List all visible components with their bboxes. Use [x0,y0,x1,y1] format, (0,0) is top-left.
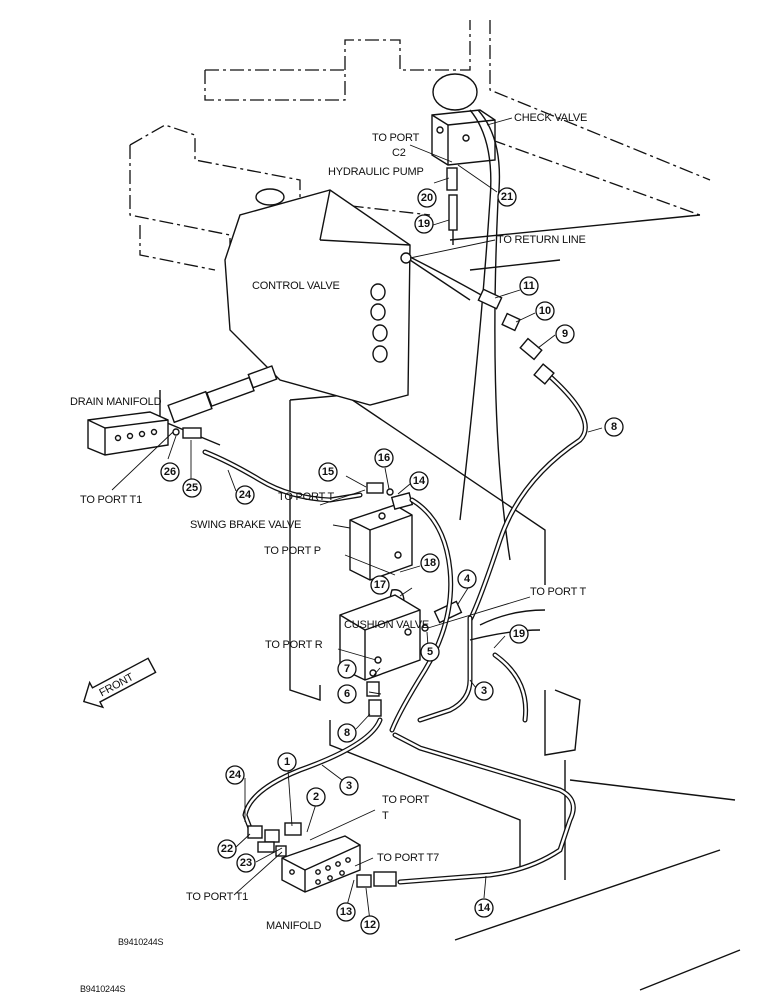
pump-fittings [446,109,511,561]
to-port-t-right-label: TO PORT T [530,586,587,598]
svg-text:4: 4 [464,573,471,585]
to-port-t-bottom-label: TO PORT [382,794,430,806]
callout-1: 1 [277,752,297,772]
callout-24a: 24 [235,485,255,505]
svg-text:26: 26 [164,466,176,478]
callout-15: 15 [318,462,338,482]
callout-4: 4 [457,569,477,589]
svg-text:1: 1 [284,756,290,768]
svg-text:24: 24 [239,489,252,501]
bottom-manifold [247,822,397,893]
callout-22: 22 [217,839,237,859]
cushion-valve-label: CUSHION VALVE [344,619,429,631]
callout-2: 2 [306,787,326,807]
to-port-c2-label: TO PORT [372,132,420,144]
callout-11: 11 [519,276,539,296]
callout-17: 17 [370,575,390,595]
drain-manifold [87,365,278,456]
svg-text:24: 24 [229,769,242,781]
svg-text:11: 11 [523,280,535,292]
svg-text:17: 17 [374,579,386,591]
to-return-line-label: TO RETURN LINE [497,234,586,246]
machine-outline [129,20,741,991]
svg-text:14: 14 [413,475,426,487]
svg-text:25: 25 [186,482,198,494]
front-arrow: FRONT [82,657,157,709]
callout-21: 21 [497,187,517,207]
callout-7: 7 [337,659,357,679]
callout-24b: 24 [225,765,245,785]
to-port-t1-left-label: TO PORT T1 [80,494,142,506]
svg-text:3: 3 [481,685,487,697]
svg-text:16: 16 [378,452,390,464]
svg-text:3: 3 [346,780,352,792]
hydraulic-pump-label: HYDRAULIC PUMP [328,166,424,178]
to-port-t7-label: TO PORT T7 [377,852,439,864]
swing-brake-valve-label: SWING BRAKE VALVE [190,519,301,531]
figure-id-1: B9410244S [118,937,163,947]
callout-3b: 3 [339,776,359,796]
svg-text:23: 23 [240,857,252,869]
svg-text:8: 8 [611,421,617,433]
hoses [202,257,588,885]
leader-lines [111,117,603,922]
to-port-t1-bottom-label: TO PORT T1 [186,891,248,903]
svg-text:22: 22 [221,843,233,855]
callout-8b: 8 [604,417,624,437]
svg-text:8: 8 [344,727,350,739]
callout-13: 13 [336,902,356,922]
callout-6: 6 [337,684,357,704]
to-port-t-bottom-sub: T [382,810,389,822]
text-labels: CHECK VALVE TO PORT C2 HYDRAULIC PUMP TO… [70,112,587,994]
callout-18: 18 [420,553,440,573]
callout-5: 5 [420,642,440,662]
check-valve-label: CHECK VALVE [514,112,587,124]
svg-text:10: 10 [539,305,551,317]
to-port-t-swing-label: TO PORT T [278,491,335,503]
callout-26: 26 [160,462,180,482]
svg-text:12: 12 [364,919,376,931]
fittings-9-10-11 [477,288,555,385]
callout-20: 20 [417,188,437,208]
figure-id-2: B9410244S [80,984,125,994]
svg-text:21: 21 [501,191,513,203]
callout-25: 25 [182,478,202,498]
callout-10: 10 [535,301,555,321]
svg-text:9: 9 [562,328,568,340]
callout-19b: 19 [509,624,529,644]
callout-16: 16 [374,448,394,468]
svg-text:19: 19 [418,218,430,230]
svg-text:14: 14 [478,902,491,914]
svg-text:15: 15 [322,466,334,478]
control-valve-label: CONTROL VALVE [252,280,340,292]
svg-text:20: 20 [421,192,433,204]
to-port-c2-sub: C2 [392,147,406,159]
svg-text:13: 13 [340,906,352,918]
to-port-r-label: TO PORT R [265,639,323,651]
svg-text:5: 5 [427,646,433,658]
callout-3a: 3 [474,681,494,701]
svg-text:19: 19 [513,628,525,640]
callout-14a: 14 [409,471,429,491]
drain-manifold-label: DRAIN MANIFOLD [70,396,162,408]
callout-12: 12 [360,915,380,935]
svg-text:2: 2 [313,791,319,803]
cushion-valve [339,594,463,717]
callout-23: 23 [236,853,256,873]
to-port-p-label: TO PORT P [264,545,321,557]
svg-text:18: 18 [424,557,436,569]
callout-19a: 19 [414,214,434,234]
manifold-label: MANIFOLD [266,920,321,932]
callout-9: 9 [555,324,575,344]
check-valve [431,73,496,166]
control-valve [224,188,471,406]
callout-14b: 14 [474,898,494,918]
callout-8a: 8 [337,723,357,743]
svg-text:7: 7 [344,663,350,675]
svg-text:6: 6 [344,688,350,700]
callouts: 1 2 3 3 4 5 6 7 8 8 9 10 11 12 13 14 14 … [160,187,624,935]
